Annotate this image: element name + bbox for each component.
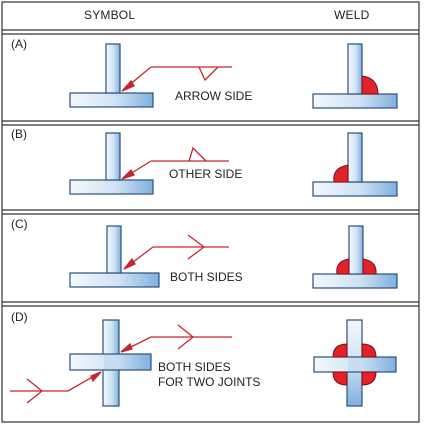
both-sides-two-joints-line1: BOTH SIDES <box>158 360 231 374</box>
row-d-weld-bead-top-left <box>332 343 348 358</box>
row-c-arrow-symbol <box>123 234 229 270</box>
row-a-label: (A) <box>11 37 27 51</box>
row-d-weld-bead-bottom-left <box>332 371 348 386</box>
other-side-text: OTHER SIDE <box>169 167 243 181</box>
row-c-label: (C) <box>11 217 28 231</box>
row-b-label: (B) <box>11 127 27 141</box>
row-b-symbol-joint <box>69 132 154 195</box>
row-b-weld-joint <box>312 132 398 197</box>
table-grid <box>1 1 420 423</box>
arrow-side-text: ARROW SIDE <box>175 89 253 103</box>
row-d-label: (D) <box>11 310 28 324</box>
both-sides-two-joints-line2: FOR TWO JOINTS <box>158 375 261 389</box>
row-a-weld-bead <box>361 75 379 95</box>
both-sides-text: BOTH SIDES <box>170 270 243 284</box>
row-c-weld-bead-left <box>336 258 350 275</box>
row-a-weld-joint <box>312 43 398 109</box>
row-c-symbol-joint <box>69 225 160 288</box>
row-d-symbol-joint <box>69 319 152 407</box>
row-d-weld-bead-top-right <box>361 343 377 358</box>
weld-column-header: WELD <box>334 8 370 22</box>
row-a-arrow-symbol <box>121 66 232 92</box>
row-b-weld-bead <box>333 164 349 183</box>
row-d-arrow-symbol-upper <box>120 324 232 353</box>
row-b-arrow-symbol <box>121 146 229 180</box>
row-c-weld-bead-right <box>362 258 377 275</box>
row-c-weld-joint <box>312 225 398 289</box>
row-d-weld-joint <box>313 319 397 407</box>
symbol-column-header: SYMBOL <box>84 8 136 22</box>
row-d-weld-bead-bottom-right <box>361 371 377 386</box>
row-d-arrow-symbol-lower <box>10 371 102 404</box>
row-a-symbol-joint <box>69 43 154 108</box>
